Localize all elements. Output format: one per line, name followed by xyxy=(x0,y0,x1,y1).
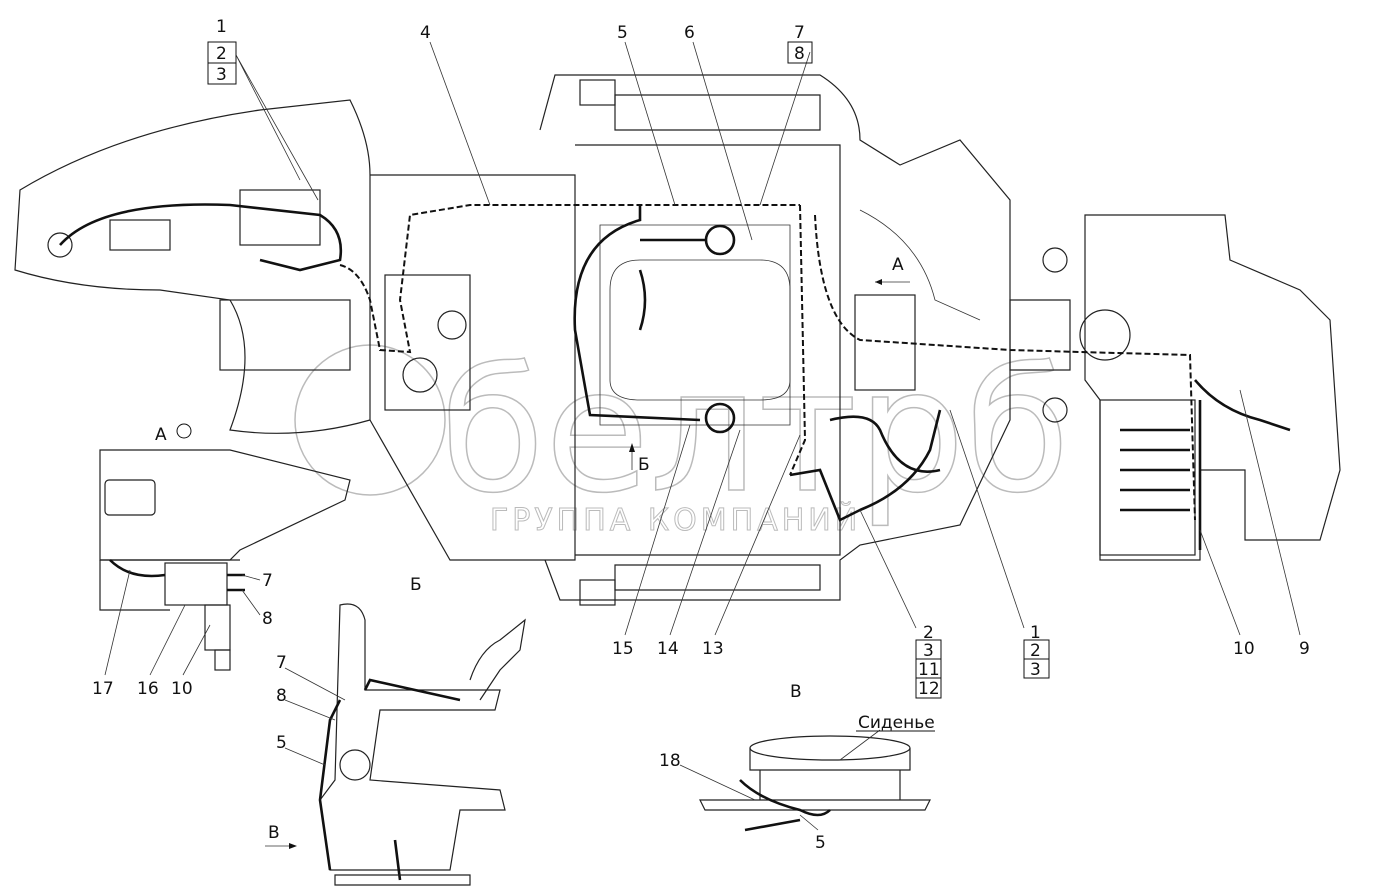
callout-10: 10 xyxy=(1233,639,1255,659)
seat-view-v xyxy=(699,735,931,832)
watermark-logo: белтрб xyxy=(440,333,1070,531)
callout-seat-7: 7 xyxy=(276,653,287,673)
callout-seat-8: 8 xyxy=(276,686,287,706)
view-v-title: В xyxy=(790,682,802,702)
watermark: белтрб ГРУППА КОМПАНИЙ xyxy=(294,332,1071,539)
view-a-detail xyxy=(99,449,351,671)
callout-8: 8 xyxy=(794,44,805,64)
callout-9: 9 xyxy=(1299,639,1310,659)
callout-a-17: 17 xyxy=(92,679,114,699)
callout-a-8: 8 xyxy=(262,609,273,629)
callout-right-2: 2 xyxy=(1030,641,1041,661)
seat-side-view xyxy=(318,603,526,886)
callout-15: 15 xyxy=(612,639,634,659)
callout-mid-2: 2 xyxy=(923,623,934,643)
callout-mid-3: 3 xyxy=(923,641,934,661)
arrow-a-label: А xyxy=(892,255,904,275)
callout-6: 6 xyxy=(684,23,695,43)
arrow-b-label: Б xyxy=(638,455,650,475)
callout-3: 3 xyxy=(216,65,227,85)
callout-a-10: 10 xyxy=(171,679,193,699)
callout-mid-11: 11 xyxy=(918,660,940,680)
callout-v-18: 18 xyxy=(659,751,681,771)
chassis xyxy=(14,74,1341,606)
callout-right-3: 3 xyxy=(1030,660,1041,680)
callout-a-7: 7 xyxy=(262,571,273,591)
leader-lines xyxy=(104,41,1301,849)
watermark-subtitle: ГРУППА КОМПАНИЙ xyxy=(490,502,861,538)
view-rotation-icon xyxy=(176,423,192,439)
callout-labels: 1 2 3 4 5 6 7 8 А А Б Б 7 8 17 16 10 15 … xyxy=(92,17,1310,853)
callout-14: 14 xyxy=(657,639,679,659)
callout-seat-5: 5 xyxy=(276,733,287,753)
callout-13: 13 xyxy=(702,639,724,659)
wiring-harness xyxy=(59,203,1291,550)
callout-5: 5 xyxy=(617,23,628,43)
seat-label: Сиденье xyxy=(858,713,935,733)
view-b-title: Б xyxy=(410,575,422,595)
callout-4: 4 xyxy=(420,23,431,43)
callout-2: 2 xyxy=(216,44,227,64)
callout-1: 1 xyxy=(216,17,227,37)
callout-v-5: 5 xyxy=(815,833,826,853)
callout-right-1: 1 xyxy=(1030,623,1041,643)
callout-a-16: 16 xyxy=(137,679,159,699)
callout-mid-12: 12 xyxy=(918,679,940,699)
callout-7: 7 xyxy=(794,23,805,43)
arrow-v-label: В xyxy=(268,823,280,843)
view-a-title: А xyxy=(155,425,167,445)
